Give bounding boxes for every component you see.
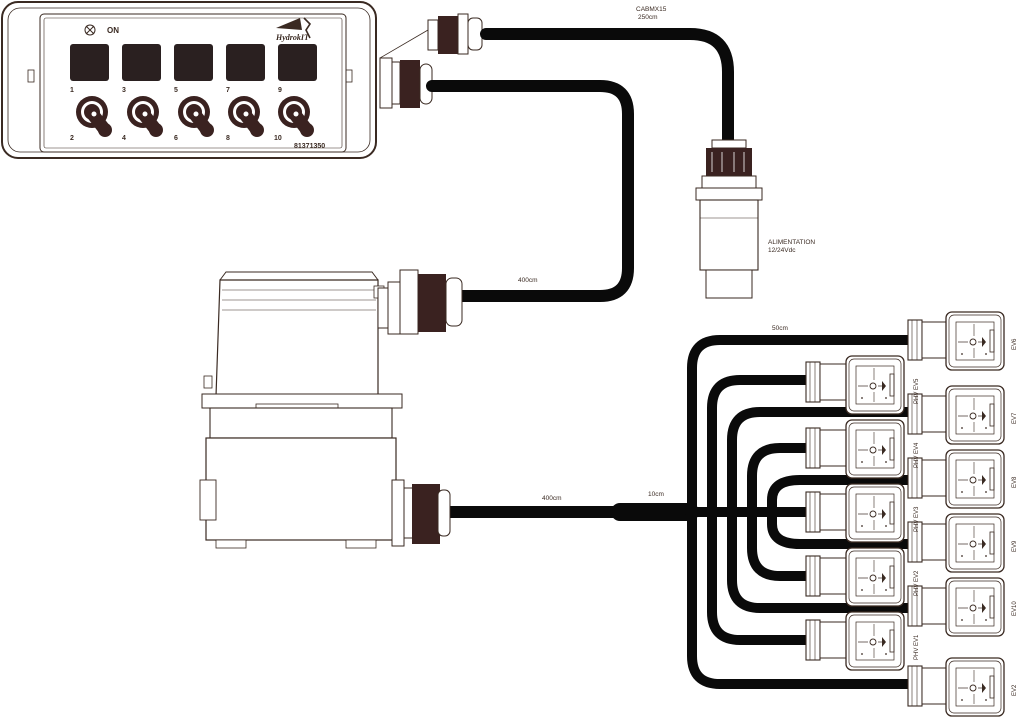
button-row bbox=[70, 44, 317, 81]
valve-label-ev3: PHV EV3 bbox=[914, 506, 920, 532]
switch-button-9[interactable] bbox=[278, 44, 317, 81]
valve-connector-ev2 bbox=[845, 547, 905, 607]
control-box: ON HydrokIT 1 3 5 7 9 2 4 6 8 10 8137135… bbox=[1, 1, 377, 159]
switch-button-1[interactable] bbox=[70, 44, 109, 81]
valve-left-neck bbox=[805, 619, 847, 661]
cabmx15-label: CABMX15 bbox=[636, 6, 667, 13]
valve-right-neck bbox=[907, 665, 949, 707]
cable-right-1 bbox=[727, 407, 913, 517]
valve-connector-right bbox=[945, 449, 1005, 509]
valve-left-neck bbox=[805, 555, 847, 597]
switch-button-5[interactable] bbox=[174, 44, 213, 81]
valve-label-ev1: PHV EV1 bbox=[914, 634, 920, 660]
switch-number: 1 bbox=[70, 87, 74, 94]
switch-button-7[interactable] bbox=[226, 44, 265, 81]
valve-connectors-right bbox=[907, 311, 1005, 717]
cable-ev1 bbox=[707, 507, 813, 645]
cable-50-label: 50cm bbox=[772, 325, 788, 332]
base-cable-gland bbox=[391, 479, 451, 547]
switch-number: 6 bbox=[174, 135, 178, 142]
indicator-icon bbox=[84, 24, 96, 36]
valve-connectors-left bbox=[805, 355, 905, 671]
valve-label-right: EV6 bbox=[1012, 338, 1018, 350]
switch-number: 10 bbox=[274, 135, 282, 142]
cables bbox=[426, 28, 913, 689]
valve-right-neck bbox=[907, 319, 949, 361]
cable-400-top bbox=[426, 80, 634, 302]
valve-connector-right bbox=[945, 385, 1005, 445]
cable-50-top bbox=[687, 335, 913, 517]
valve-connector-right bbox=[945, 577, 1005, 637]
cable-ev-bottom bbox=[687, 507, 913, 689]
switch-number: 3 bbox=[122, 87, 126, 94]
switch-number: 2 bbox=[70, 135, 74, 142]
power-label: ALIMENTATION bbox=[768, 239, 815, 246]
box-cable-gland-top bbox=[379, 13, 483, 59]
valve-label-ev4: PHV EV4 bbox=[914, 442, 920, 468]
brand-logo: HydrokIT bbox=[275, 17, 312, 42]
cable-right-2 bbox=[767, 475, 913, 517]
valve-left-neck bbox=[805, 427, 847, 469]
cabmx15-length: 250cm bbox=[638, 14, 658, 21]
valve-connector-right bbox=[945, 657, 1005, 717]
valve-left-neck bbox=[805, 491, 847, 533]
cable-ev2 bbox=[747, 507, 813, 581]
switch-number: 7 bbox=[226, 87, 230, 94]
on-label: ON bbox=[107, 26, 119, 35]
valve-label-right: EV8 bbox=[1012, 476, 1018, 488]
switch-number: 5 bbox=[174, 87, 178, 94]
cable-cabmx15 bbox=[480, 28, 734, 146]
valve-connector-ev4 bbox=[845, 419, 905, 479]
valve-label-right: EV9 bbox=[1012, 540, 1018, 552]
valve-connector-ev1 bbox=[845, 611, 905, 671]
switch-button-3[interactable] bbox=[122, 44, 161, 81]
switch-number: 9 bbox=[278, 87, 282, 94]
cable-ev4 bbox=[747, 443, 813, 517]
cable-right-5 bbox=[767, 507, 913, 549]
hood-cable-gland bbox=[377, 269, 463, 335]
valve-connector-ev5 bbox=[845, 355, 905, 415]
valve-connector-right bbox=[945, 513, 1005, 573]
switch-number: 8 bbox=[226, 135, 230, 142]
valve-connector-right bbox=[945, 311, 1005, 371]
cable-400-bottom-label: 400cm bbox=[542, 495, 562, 502]
power-voltage: 12/24Vdc bbox=[768, 247, 796, 254]
cable-400-top-label: 400cm bbox=[518, 277, 538, 284]
valve-connector-ev3 bbox=[845, 483, 905, 543]
box-code: 81371350 bbox=[294, 143, 325, 150]
power-connector: ALIMENTATION 12/24Vdc bbox=[695, 139, 815, 299]
heavy-duty-connector bbox=[199, 271, 403, 549]
cable-10-label: 10cm bbox=[648, 491, 664, 498]
valve-label-right: EV7 bbox=[1012, 412, 1018, 424]
valve-left-neck bbox=[805, 361, 847, 403]
cable-ev5 bbox=[707, 375, 813, 517]
brand-name: HydrokIT bbox=[275, 33, 310, 42]
valve-label-right: EV10 bbox=[1012, 601, 1018, 616]
valve-label-ev5: PHV EV5 bbox=[914, 378, 920, 404]
box-cable-gland-bottom bbox=[379, 57, 433, 109]
switch-number: 4 bbox=[122, 135, 126, 142]
cable-right-6 bbox=[727, 507, 913, 613]
valve-label-ev2: PHV EV2 bbox=[914, 570, 920, 596]
valve-label-right: EV2 bbox=[1012, 684, 1018, 696]
